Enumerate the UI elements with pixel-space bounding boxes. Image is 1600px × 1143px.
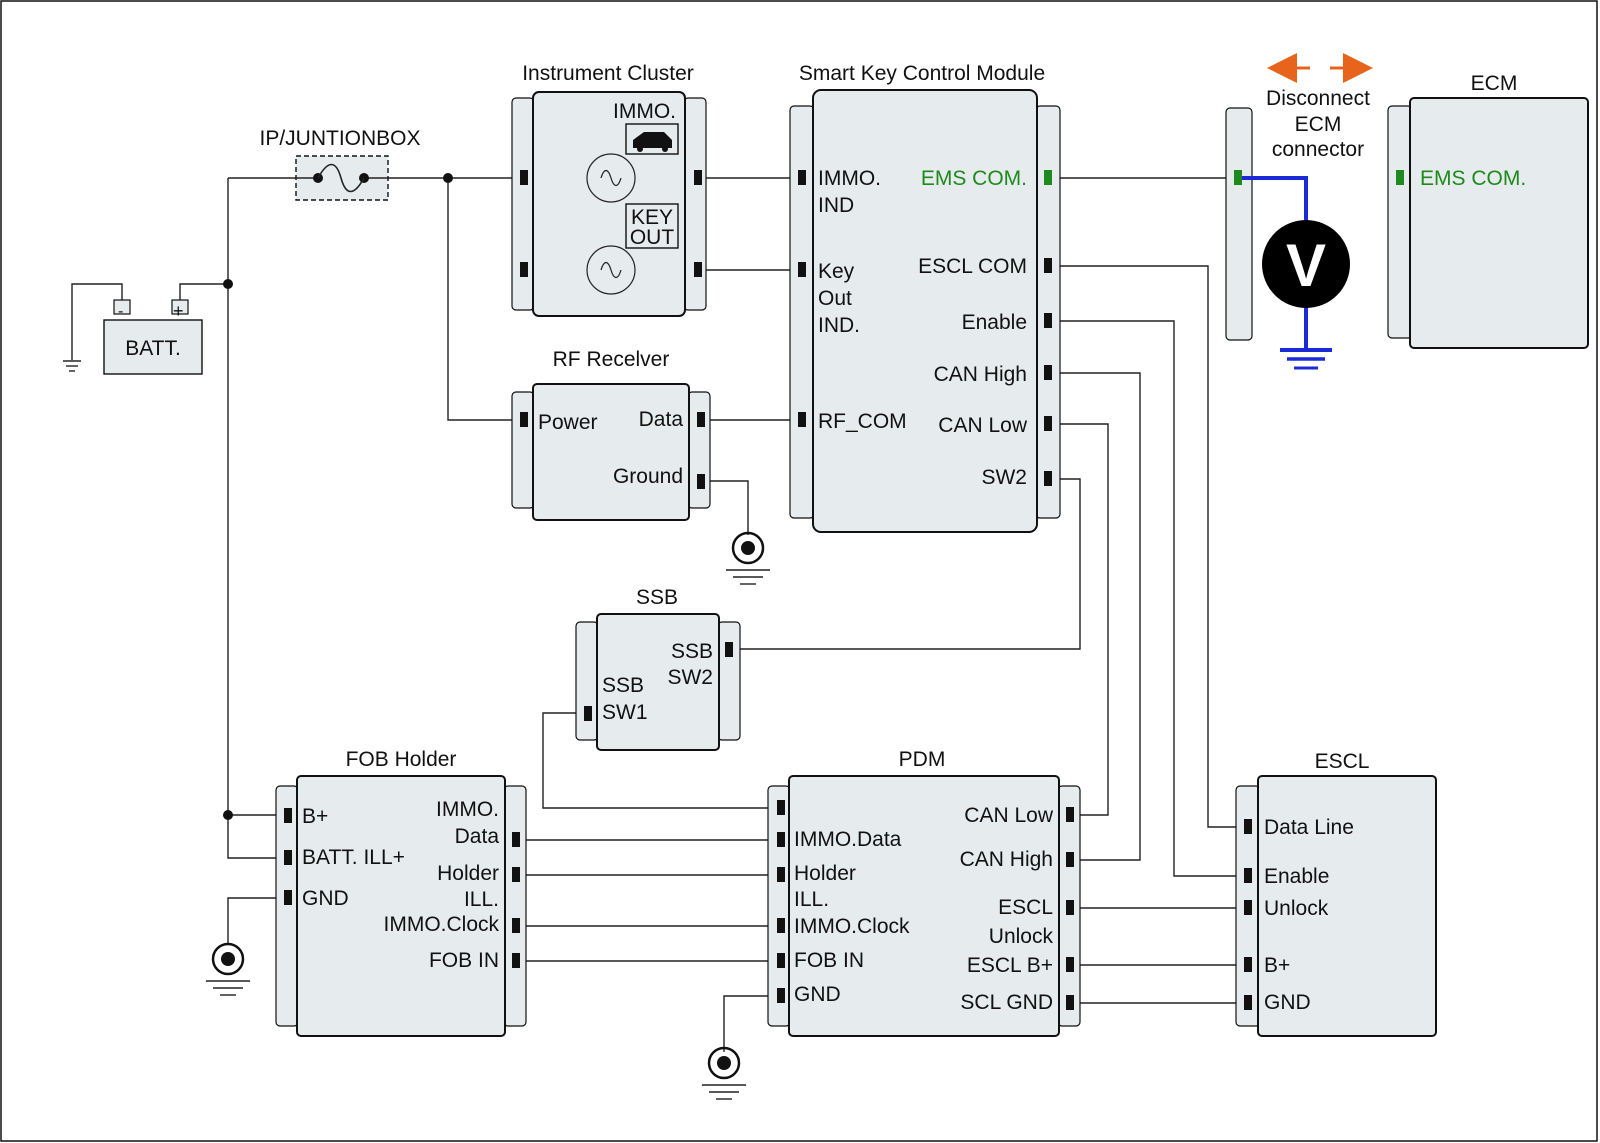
pdm-fob-in: FOB IN — [794, 949, 864, 972]
battery-minus: - — [118, 303, 123, 320]
immo-lamp-icon — [586, 153, 636, 203]
ssb-sw1-1: SSB — [602, 674, 644, 697]
immo-lamp-label: IMMO. — [613, 100, 676, 123]
fob-gnd: GND — [302, 887, 349, 910]
fob-fob-in: FOB IN — [429, 949, 499, 972]
pdm-immo-clock: IMMO.Clock — [794, 915, 910, 938]
fob-holder-ill-2: ILL. — [464, 888, 499, 911]
instrument-cluster: Instrument Cluster IMMO. KEY OUT — [511, 62, 707, 317]
skm-immo-ind-2: IND — [818, 194, 854, 217]
voltmeter-icon — [1262, 220, 1350, 308]
pdm-escl-bplus: ESCL B+ — [967, 954, 1053, 977]
fob-immo-data-1: IMMO. — [436, 798, 499, 821]
key-out-lamp-icon — [586, 245, 636, 295]
pdm-escl-unlock-1: ESCL — [998, 896, 1053, 919]
car-icon — [633, 132, 672, 148]
fob-b-plus: B+ — [302, 805, 328, 828]
pdm-title: PDM — [899, 748, 946, 771]
rf-receiver: RF Recelver Power Data Ground — [511, 348, 711, 521]
escl-data-line: Data Line — [1264, 816, 1354, 839]
skm-can-high: CAN High — [934, 363, 1027, 386]
rf-ground: Ground — [613, 465, 683, 488]
pdm-ground-icon — [702, 1046, 746, 1100]
disconnect-line2: ECM — [1295, 113, 1342, 136]
voltmeter: V — [1242, 176, 1350, 370]
escl-unlock: Unlock — [1264, 897, 1329, 920]
ecm-title: ECM — [1471, 72, 1518, 95]
skm-can-low: CAN Low — [938, 414, 1028, 437]
skm-sw2: SW2 — [981, 466, 1027, 489]
key-out-line2: OUT — [630, 226, 675, 249]
instrument-cluster-title: Instrument Cluster — [522, 62, 694, 85]
disconnect-line3: connector — [1272, 138, 1364, 161]
fob-ground-icon — [206, 942, 250, 996]
fob-immo-data-2: Data — [455, 825, 500, 848]
skm-escl-com: ESCL COM — [918, 255, 1027, 278]
skm-immo-ind-1: IMMO. — [818, 167, 881, 190]
ssb-sw1-2: SW1 — [602, 701, 648, 724]
escl-b-plus: B+ — [1264, 954, 1290, 977]
pdm-holder-ill-1: Holder — [794, 862, 856, 885]
battery-body — [103, 319, 203, 375]
ecm-connector: Disconnect ECM connector — [1225, 53, 1373, 341]
battery-label: BATT. — [125, 337, 181, 360]
skm-ems-com: EMS COM. — [921, 167, 1027, 190]
rf-ground-icon — [726, 531, 770, 585]
fob-batt-ill: BATT. ILL+ — [302, 846, 405, 869]
voltmeter-ground-icon — [1280, 348, 1332, 370]
pdm-immo-data: IMMO.Data — [794, 828, 902, 851]
pdm-gnd: GND — [794, 983, 841, 1006]
fob-holder-title: FOB Holder — [346, 748, 457, 771]
pdm: PDM IMMO.Data Holder ILL. IMMO.Clock FOB… — [767, 748, 1081, 1037]
ssb: SSB SSB SW2 SSB SW1 — [575, 586, 741, 751]
ip-junction-title: IP/JUNTIONBOX — [259, 127, 420, 150]
fob-holder-ill-1: Holder — [437, 862, 499, 885]
ip-junction-box: IP/JUNTIONBOX — [259, 127, 421, 201]
skm-enable: Enable — [962, 311, 1027, 334]
escl-gnd: GND — [1264, 991, 1311, 1014]
pdm-escl-unlock-2: Unlock — [989, 925, 1054, 948]
skm-key-out-2: Out — [818, 287, 852, 310]
fob-immo-clock: IMMO.Clock — [384, 913, 500, 936]
escl-enable: Enable — [1264, 865, 1329, 888]
pdm-holder-ill-2: ILL. — [794, 888, 829, 911]
fob-holder: FOB Holder B+ BATT. ILL+ GND IMMO. Data … — [275, 748, 527, 1037]
battery: - + BATT. — [103, 299, 203, 375]
skm-key-out-1: Key — [818, 260, 855, 283]
fuse-icon — [317, 163, 365, 193]
ecm: ECM EMS COM. — [1387, 72, 1589, 349]
escl-title: ESCL — [1315, 750, 1370, 773]
disconnect-line1: Disconnect — [1266, 87, 1370, 110]
rf-data: Data — [639, 408, 684, 431]
skm-key-out-3: IND. — [818, 314, 860, 337]
ssb-title: SSB — [636, 586, 678, 609]
smart-key-module: Smart Key Control Module IMMO. IND Key O… — [789, 62, 1061, 533]
rf-receiver-title: RF Recelver — [553, 348, 670, 371]
pdm-scl-gnd: SCL GND — [960, 991, 1053, 1014]
pdm-can-low: CAN Low — [964, 804, 1054, 827]
car-icon-frame — [625, 123, 679, 155]
battery-plus: + — [173, 301, 184, 321]
ecm-ems-com: EMS COM. — [1420, 167, 1526, 190]
escl: ESCL Data Line Enable Unlock B+ GND — [1235, 750, 1437, 1037]
ssb-sw2-2: SW2 — [667, 666, 713, 689]
skm-rf-com: RF_COM — [818, 410, 907, 433]
key-out-line1: KEY — [631, 206, 673, 229]
pdm-can-high: CAN High — [960, 848, 1053, 871]
rf-power: Power — [538, 411, 598, 434]
ssb-sw2-1: SSB — [671, 640, 713, 663]
voltmeter-label: V — [1286, 232, 1326, 299]
key-out-frame — [625, 203, 679, 249]
smart-key-title: Smart Key Control Module — [799, 62, 1045, 85]
battery-ground-icon — [63, 360, 81, 372]
